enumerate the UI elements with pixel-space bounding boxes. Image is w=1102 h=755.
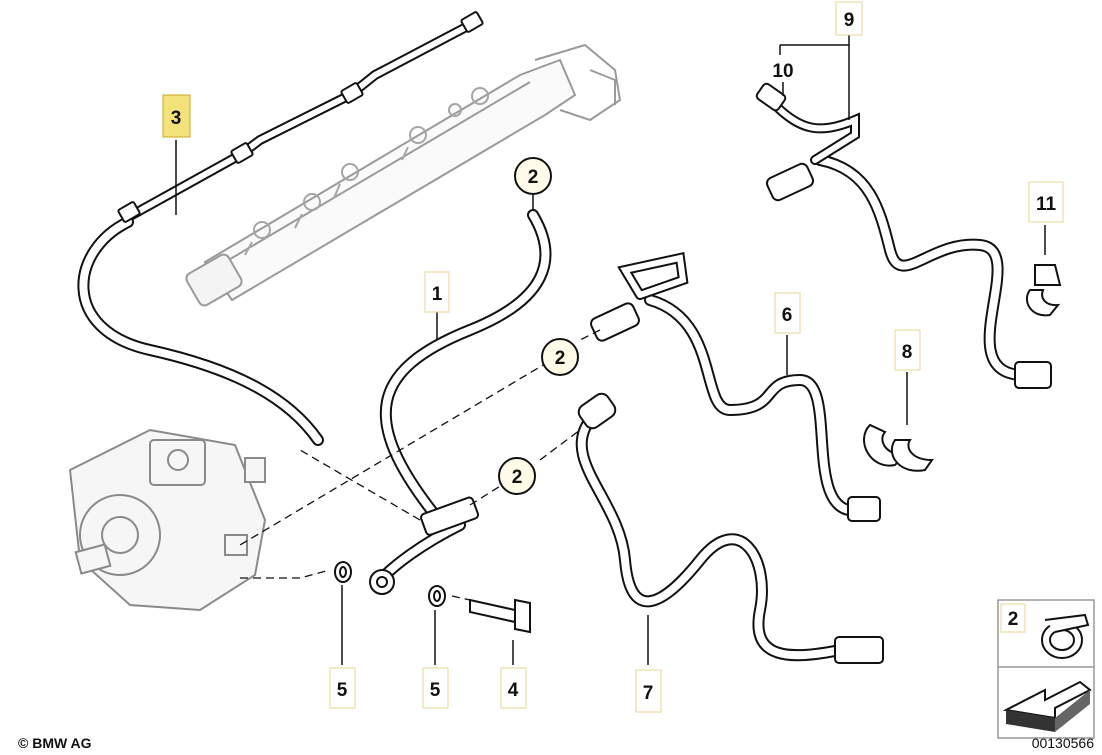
svg-text:2: 2	[555, 348, 566, 369]
fuel-hose-7	[575, 414, 846, 662]
callout-10: 10	[772, 61, 793, 82]
svg-text:7: 7	[643, 683, 654, 704]
svg-text:9: 9	[844, 10, 855, 31]
clamp-8	[863, 423, 934, 472]
leak-off-line	[77, 20, 475, 446]
svg-text:2: 2	[1008, 609, 1019, 630]
callout-5-left: 5	[329, 667, 356, 709]
callout-8: 8	[894, 329, 921, 371]
svg-text:1: 1	[432, 284, 443, 305]
callout-9: 9	[835, 1, 863, 36]
callout-3: 3	[162, 94, 191, 138]
dashed-assembly-lines	[239, 329, 601, 601]
callout-7: 7	[635, 669, 662, 713]
high-pressure-pump	[68, 428, 267, 612]
svg-text:5: 5	[337, 680, 348, 701]
svg-text:6: 6	[782, 305, 793, 326]
callout-2-middle: 2	[541, 338, 579, 376]
fuel-hose-9	[770, 100, 1026, 381]
svg-text:3: 3	[171, 108, 182, 129]
banjo-fitting	[369, 496, 480, 595]
svg-text:2: 2	[528, 167, 539, 188]
svg-text:4: 4	[508, 680, 519, 701]
callout-4: 4	[500, 667, 527, 709]
clamp-11	[1025, 264, 1062, 317]
callout-2-lower: 2	[498, 457, 536, 495]
arrow-icon	[1002, 680, 1092, 732]
svg-text:10: 10	[772, 61, 793, 82]
fuel-rail	[185, 43, 622, 307]
image-number: 00130566	[1032, 735, 1095, 751]
callout-11: 11	[1028, 181, 1064, 223]
callout-5-right: 5	[422, 667, 449, 709]
callout-6: 6	[774, 292, 801, 334]
svg-text:5: 5	[430, 680, 441, 701]
return-line	[617, 251, 866, 517]
callout-1: 1	[424, 271, 450, 313]
return-line-connectors	[590, 302, 881, 522]
callout-2-top: 2	[514, 157, 552, 195]
fuel-hose-7-connectors	[577, 392, 884, 664]
svg-text:8: 8	[902, 342, 913, 363]
copyright-text: © BMW AG	[18, 735, 92, 751]
leader-lines	[175, 35, 1046, 665]
fuel-hose-9-connectors	[755, 82, 1052, 389]
hose-clamp-icon	[1041, 613, 1090, 659]
svg-text:2: 2	[512, 467, 523, 488]
leak-off-connectors	[117, 11, 484, 223]
svg-text:11: 11	[1036, 194, 1057, 215]
washers-and-bolt	[334, 561, 531, 634]
